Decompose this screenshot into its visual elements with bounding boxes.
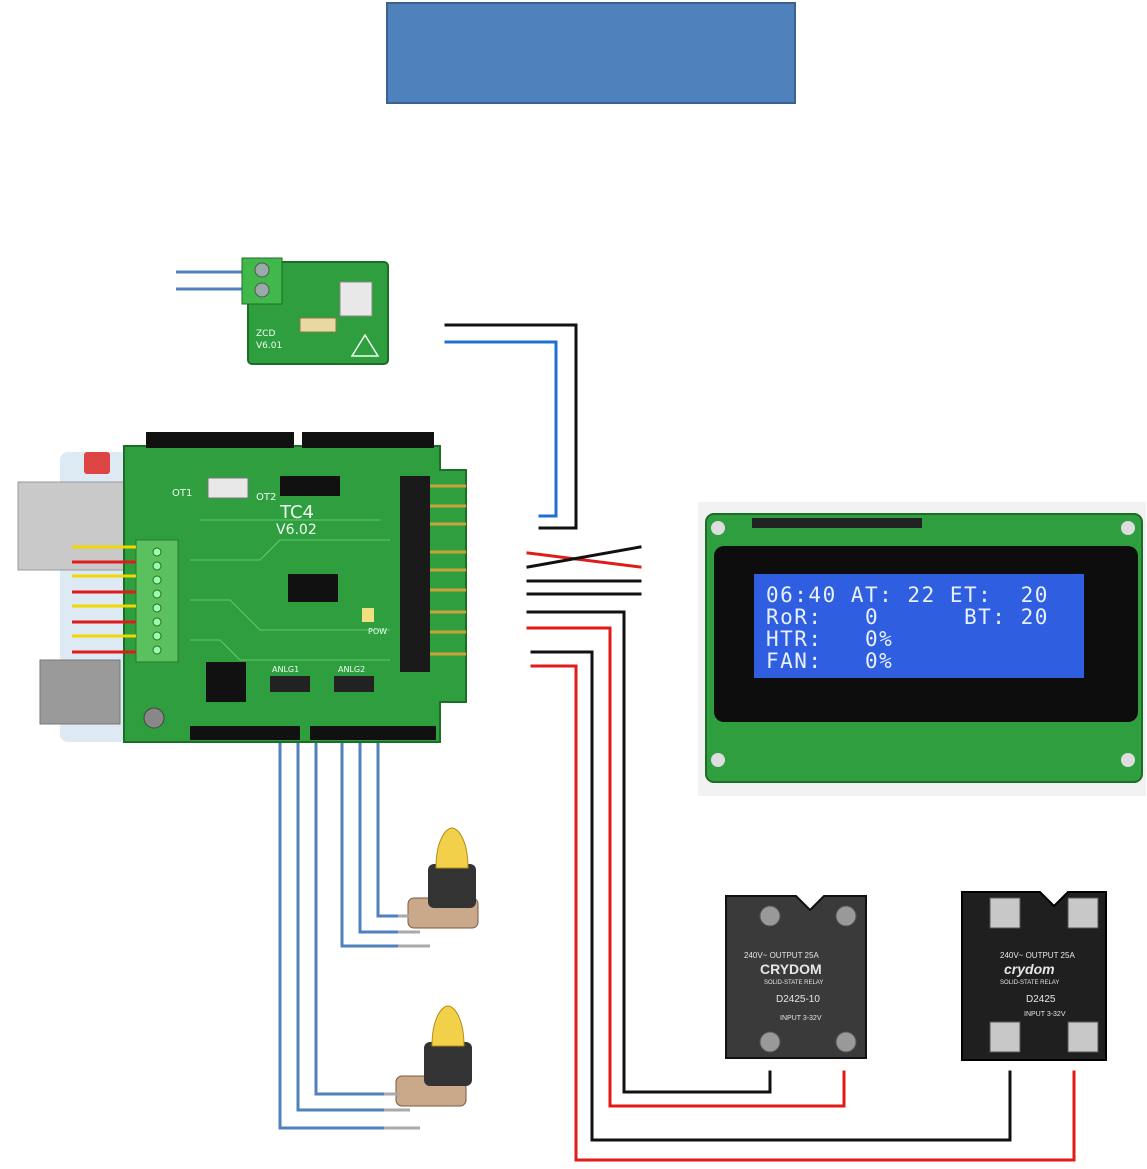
relay1-screw-top-right — [835, 905, 857, 927]
relay2-wire-black — [530, 650, 1012, 1142]
relay2-terminal-top-right — [1067, 897, 1099, 929]
ot-header — [280, 476, 340, 496]
potentiometer-1 — [398, 827, 479, 948]
potentiometer-2 — [384, 1005, 472, 1130]
lcd-wire-black-cross — [526, 545, 642, 569]
lcd-row-4: FAN: 0% — [766, 649, 893, 673]
relay2-terminal-bottom-left — [989, 1021, 1021, 1053]
lcd-wire-red-cross — [526, 551, 642, 569]
shield-reset-button — [143, 707, 165, 729]
relay1-screw-bottom-left — [759, 1031, 781, 1053]
hazard-icon — [350, 333, 380, 357]
lcd-row-3: HTR: 0% — [766, 627, 893, 651]
relay1-wire-black — [526, 610, 772, 1094]
relay1-input: INPUT 3-32V — [780, 1015, 822, 1022]
zcd-wire-black — [444, 323, 578, 530]
anlg1-header — [270, 676, 310, 692]
lcd-row-1: 06:40 AT: 22 ET: 20 — [766, 583, 1049, 607]
power-jack — [39, 659, 121, 725]
power-led — [362, 608, 374, 622]
thermocouple-wires — [72, 545, 136, 654]
board-version: V6.02 — [276, 522, 317, 538]
bottom-header-right — [310, 726, 436, 740]
lcd-screen — [754, 574, 1084, 678]
relay-chip — [207, 477, 249, 499]
lcd-module: 06:40 AT: 22 ET: 20 RoR: 0 BT: 20 HTR: 0… — [698, 502, 1146, 796]
relay2-terminal-bottom-right — [1067, 1021, 1099, 1053]
relay1-output: 240V~ OUTPUT 25A — [744, 951, 819, 960]
relay2-wire-red — [530, 664, 1076, 1162]
thermocouple-terminal-block — [135, 539, 179, 663]
pot2-knob — [431, 1005, 465, 1047]
relay2-subtitle: SOLID-STATE RELAY — [1000, 980, 1059, 986]
pot2-wire-2 — [296, 706, 386, 1112]
pot1-wire-3 — [340, 706, 400, 948]
usb-connector — [17, 481, 127, 571]
pot1-knob — [435, 827, 469, 869]
right-pin-headers — [400, 476, 466, 672]
relay1-screw-top-left — [759, 905, 781, 927]
zcd-version: V6.01 — [256, 341, 282, 351]
pow-label: POW — [368, 627, 387, 636]
wires — [278, 323, 1076, 1162]
lcd-pin-header — [752, 518, 922, 528]
top-header-right — [302, 432, 434, 448]
pot2-wire-3 — [278, 706, 386, 1130]
relay-2: 240V~ OUTPUT 25A crydom SOLID-STATE RELA… — [961, 891, 1107, 1061]
pot1-wire-2 — [358, 706, 400, 934]
ot1-label: OT1 — [172, 488, 192, 499]
relay2-output: 240V~ OUTPUT 25A — [1000, 951, 1075, 960]
top-header-left — [146, 432, 294, 448]
anlg1-label: ANLG1 — [272, 665, 299, 674]
bottom-header-left — [190, 726, 300, 740]
zcd-optocoupler — [339, 281, 373, 317]
relay-1: 240V~ OUTPUT 25A CRYDOM SOLID-STATE RELA… — [725, 895, 867, 1059]
tc4-shield-assembly: TC4 V6.02 OT1 OT2 ANLG1 ANLG2 POW — [17, 432, 467, 743]
relay1-model: D2425-10 — [776, 994, 820, 1005]
relay1-brand: CRYDOM — [760, 961, 822, 977]
pot2-wire-1 — [314, 706, 386, 1096]
zcd-label: ZCD — [256, 329, 275, 339]
relay1-screw-bottom-right — [835, 1031, 857, 1053]
board-name: TC4 — [279, 502, 314, 523]
lcd-row-2: RoR: 0 BT: 20 — [766, 605, 1049, 629]
pot1-wire-1 — [376, 706, 400, 918]
ic-chip-adc — [206, 662, 246, 702]
relay2-terminal-top-left — [989, 897, 1021, 929]
zcd-board: ZCD V6.01 — [176, 257, 389, 365]
arduino-reset-button — [84, 452, 110, 474]
anlg2-label: ANLG2 — [338, 665, 365, 674]
relay1-wire-red — [526, 626, 846, 1108]
relay2-brand: crydom — [1004, 961, 1055, 977]
ot2-label: OT2 — [256, 492, 276, 503]
relay2-input: INPUT 3-32V — [1024, 1011, 1066, 1018]
title-box — [386, 2, 796, 104]
relay2-model: D2425 — [1026, 994, 1056, 1005]
relay1-subtitle: SOLID-STATE RELAY — [764, 980, 823, 986]
zcd-wire-blue — [444, 340, 558, 518]
ic-chip-main — [288, 574, 338, 602]
anlg2-header — [334, 676, 374, 692]
